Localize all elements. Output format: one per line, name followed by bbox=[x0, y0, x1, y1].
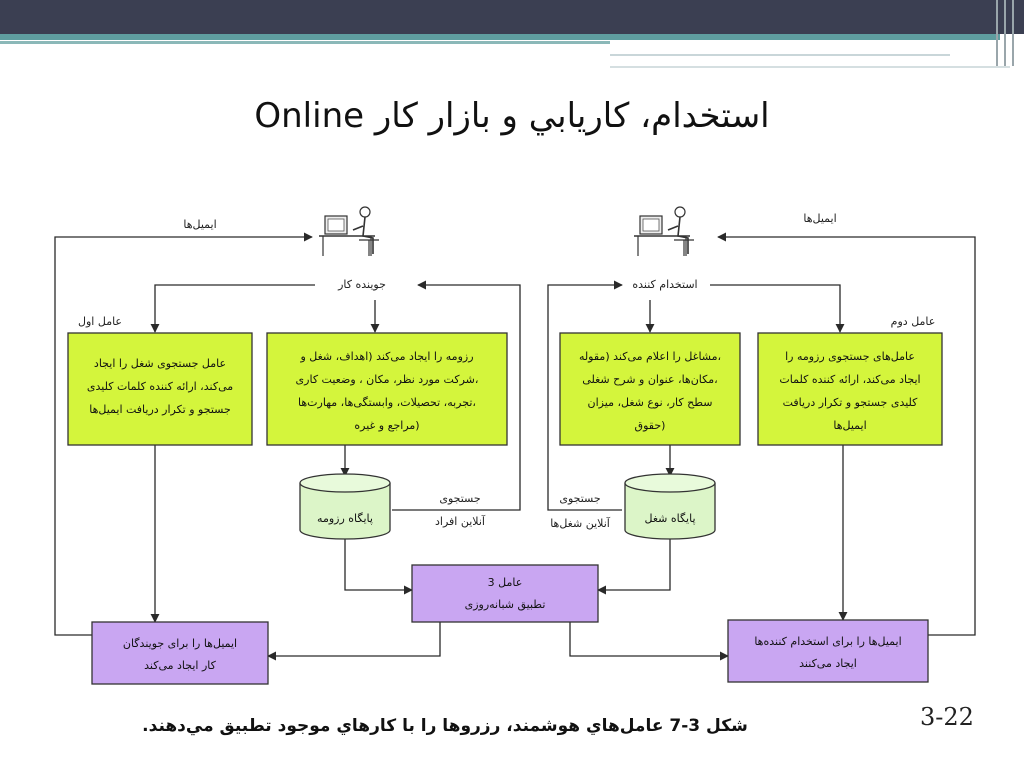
seeker-email-box bbox=[91, 621, 269, 685]
person-at-computer-icon bbox=[319, 206, 379, 256]
seeker-email-box-line: کار ایجاد می‌کند bbox=[144, 659, 217, 672]
person-at-computer-icon bbox=[634, 206, 694, 256]
agent1-box bbox=[67, 332, 253, 446]
agent3-box bbox=[411, 564, 599, 623]
jobs-box-line: مشاغل را اعلام می‌کند (مقوله، bbox=[579, 350, 721, 363]
seeker-email-box-line: ایمیل‌ها را برای جویندگان bbox=[123, 637, 237, 650]
label-emails-right: ایمیل‌ها bbox=[803, 212, 836, 225]
header-accent-stripe-thin bbox=[0, 41, 610, 44]
job-matching-diagram: ایمیل‌ها ایمیل‌ها عامل اول عامل دوم جستج… bbox=[54, 206, 976, 685]
top-header-bar bbox=[0, 0, 1024, 34]
agent2-box-line: عامل‌های جستجوی رزومه را bbox=[785, 350, 915, 363]
edge-resume-db-to-agent3 bbox=[344, 536, 413, 595]
corner-decor-stripe bbox=[1004, 0, 1006, 66]
resume-box-line: مراجع و غیره) bbox=[354, 419, 419, 432]
header-decor-line bbox=[610, 66, 1010, 68]
edge-search-people bbox=[392, 280, 521, 511]
jobs-database-icon bbox=[624, 473, 716, 540]
label-search-jobs-1: جستجوی bbox=[559, 492, 600, 505]
edge-emails-to-seeker bbox=[54, 232, 313, 636]
label-emails-left: ایمیل‌ها bbox=[183, 218, 216, 231]
agent2-box bbox=[757, 332, 943, 446]
label-agent1: عامل اول bbox=[78, 315, 122, 328]
employer-email-box-line: ایمیل‌ها را برای استخدام کننده‌ها bbox=[754, 635, 901, 648]
jobs-box-line: حقوق) bbox=[635, 419, 666, 432]
page-number: 3-22 bbox=[920, 703, 974, 731]
resume-box bbox=[266, 332, 508, 446]
edge-agent3-to-employer-email bbox=[569, 622, 729, 661]
figure-caption: شكل 3-7 عامل‌هاي هوشمند، رزروها را با كا… bbox=[142, 716, 748, 736]
jobs-box-line: مکان‌ها، عنوان و شرح شغلی، bbox=[582, 373, 717, 386]
resume-box-line: رزومه را ایجاد می‌کند (اهداف، شغل و bbox=[299, 350, 473, 363]
agent3-box-line: عامل 3 bbox=[488, 576, 523, 589]
edge-search-jobs bbox=[547, 280, 623, 511]
edge-seeker-to-agent1 bbox=[150, 284, 315, 333]
edge-agent3-to-seeker-email bbox=[267, 622, 441, 661]
slide-title: استخدام، كاريابي و بازار كار Online bbox=[254, 96, 770, 136]
jobs-db-label: پایگاه شغل bbox=[644, 512, 695, 525]
edge-emails-to-employer bbox=[717, 232, 976, 636]
resume-box-line: تجربه، تحصیلات، وابستگی‌ها، مهارت‌ها، bbox=[298, 396, 476, 409]
employer-email-box-line: ایجاد می‌کنند bbox=[799, 657, 857, 670]
edge-jobs-db-to-agent3 bbox=[597, 536, 671, 595]
agent1-box-line: جستجو و تکرار دریافت ایمیل‌ها bbox=[89, 403, 231, 416]
agent2-box-line: کلیدی جستجو و تکرار دریافت bbox=[783, 396, 919, 409]
edge-employer-to-agent2 bbox=[710, 284, 845, 333]
agent2-box-line: ایمیل‌ها bbox=[833, 419, 866, 432]
header-accent-stripe bbox=[0, 34, 1000, 40]
jobs-box-line: سطح کار، نوع شغل، میزان bbox=[588, 396, 713, 409]
label-agent2: عامل دوم bbox=[891, 315, 936, 328]
agent3-box-line: تطبیق شبانه‌روزی bbox=[465, 598, 546, 612]
resume-box-line: شرکت مورد نظر، مکان ، وضعیت کاری، bbox=[296, 373, 479, 386]
actor-job-seeker: جوینده کار bbox=[337, 278, 386, 291]
agent1-box-line: عامل جستجوی شغل را ایجاد bbox=[94, 357, 226, 370]
corner-decor-stripe bbox=[996, 0, 998, 66]
resume-database-icon bbox=[299, 473, 391, 540]
label-search-people-1: جستجوی bbox=[439, 492, 480, 505]
resume-db-label: پایگاه رزومه bbox=[317, 512, 373, 525]
jobs-box bbox=[559, 332, 741, 446]
agent2-box-line: ایجاد می‌کند، ارائه کننده کلمات bbox=[779, 373, 920, 386]
agent1-box-line: می‌کند، ارائه کننده کلمات کلیدی bbox=[87, 380, 233, 393]
corner-decor-stripe bbox=[1012, 0, 1014, 66]
actor-employer: استخدام کننده bbox=[632, 278, 697, 291]
label-search-jobs-2: آنلاین شغل‌ها bbox=[550, 516, 611, 530]
header-decor-line bbox=[610, 54, 950, 56]
employer-email-box bbox=[727, 619, 929, 683]
label-search-people-2: آنلاین افراد bbox=[435, 514, 486, 528]
